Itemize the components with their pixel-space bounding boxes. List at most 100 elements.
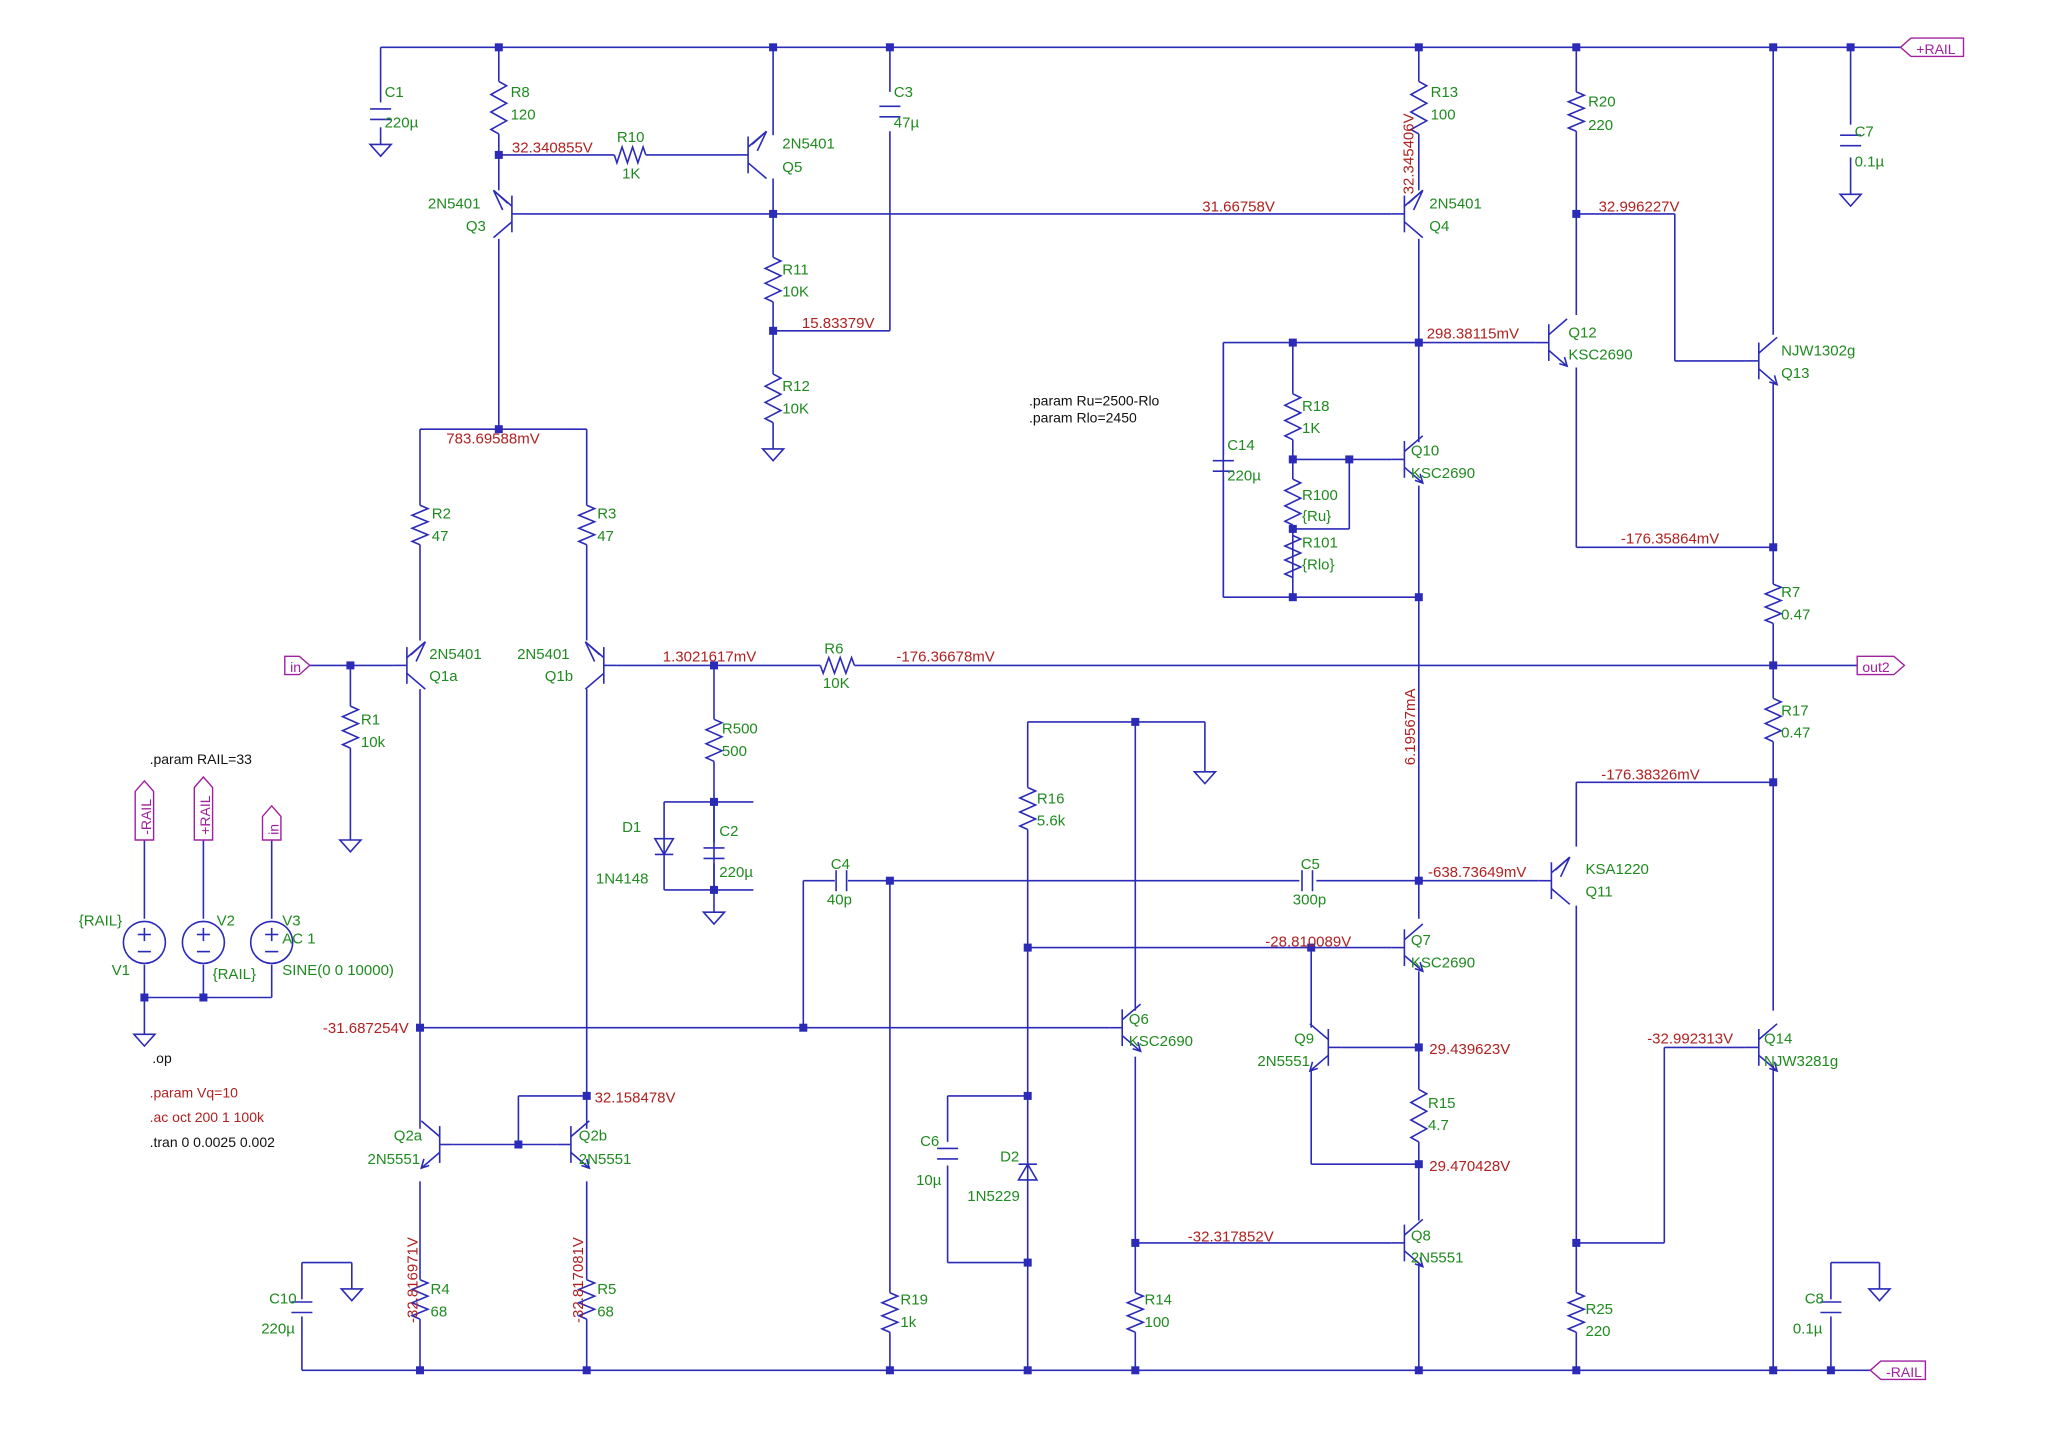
component-label-r100: {Ru} [1302, 508, 1331, 525]
component-label-c6: 10µ [916, 1172, 942, 1189]
component-label-c6: C6 [920, 1133, 939, 1150]
component-label-r100: R100 [1302, 487, 1338, 504]
junction-dot [1414, 1160, 1423, 1169]
transistor-q4 [1407, 189, 1424, 211]
junction-dot [582, 1091, 591, 1100]
node-voltage-v16: 29.439623V [1429, 1041, 1510, 1058]
net-label-in-text: in [290, 659, 301, 675]
resistor-r1 [340, 705, 361, 749]
wires [140, 43, 1901, 1375]
component-label-r18: R18 [1302, 398, 1330, 415]
component-label-v2: {RAIL} [213, 966, 256, 983]
junction-dot [494, 43, 503, 52]
junction-dot [416, 1023, 424, 1032]
net-label-v3-in-text: in [265, 824, 281, 835]
transistor-q13 [1758, 368, 1778, 386]
component-label-c3: 47µ [894, 114, 920, 131]
node-voltage-v15: -31.687254V [323, 1020, 409, 1037]
node-voltage-v21: -32.816971V [404, 1237, 421, 1323]
junction-dot [1414, 876, 1423, 885]
directive-param-vq: .param Vq=10 [150, 1084, 239, 1100]
transistor-q1b [584, 641, 601, 662]
component-label-q7: KSC2690 [1411, 954, 1475, 971]
net-label-v1-rail-neg-text: -RAIL [138, 799, 154, 835]
component-label-r12: R12 [782, 378, 810, 395]
resistor-r100 [1283, 478, 1303, 526]
node-voltage-v14: -28.810089V [1265, 933, 1351, 950]
component-label-d2: 1N5229 [967, 1188, 1020, 1205]
component-label-c10: 220µ [261, 1321, 295, 1338]
directive-tran: .tran 0 0.0025 0.002 [150, 1134, 276, 1150]
transistor-q2a [420, 1158, 430, 1170]
component-label-r7: R7 [1781, 584, 1800, 601]
junction-dot [1414, 338, 1423, 347]
transistor-q3 [492, 189, 509, 211]
component-label-r6: R6 [824, 641, 843, 658]
component-label-q4: Q4 [1429, 218, 1449, 235]
component-label-c2: 220µ [719, 864, 753, 881]
component-label-q1a: Q1a [429, 668, 458, 685]
component-label-r5: 68 [597, 1303, 614, 1320]
junction-dot [1307, 943, 1316, 952]
component-label-r1: 10k [361, 734, 386, 751]
node-voltage-v11: 6.19567mA [1402, 688, 1419, 765]
component-label-r19: R19 [900, 1292, 928, 1309]
transistor-q8 [1403, 1218, 1424, 1236]
component-label-c4: C4 [831, 856, 850, 873]
transistor-q10 [1414, 473, 1424, 485]
transistor-q7 [1414, 961, 1425, 973]
component-label-q3: Q3 [466, 218, 486, 235]
resistor-r6 [819, 655, 856, 676]
node-voltage-v10: -176.36678mV [896, 649, 994, 666]
directive-param-rail: .param RAIL=33 [150, 751, 253, 767]
component-label-d1: 1N4148 [596, 870, 649, 887]
component-label-q6: Q6 [1129, 1011, 1149, 1028]
junction-dot [1023, 1091, 1032, 1100]
ground-icon [1838, 193, 1863, 208]
component-label-r17: R17 [1781, 702, 1809, 719]
junction-dot [1769, 543, 1778, 552]
transistor-q7 [1403, 954, 1424, 972]
node-voltage-v3: 31.66758V [1202, 198, 1275, 215]
component-label-c5: C5 [1301, 856, 1320, 873]
resistor-r500 [704, 718, 724, 763]
component-label-q7: Q7 [1411, 932, 1431, 949]
transistor-q11 [1554, 856, 1571, 878]
component-label-q1b: Q1b [545, 668, 573, 685]
resistor-r12 [763, 373, 783, 424]
component-label-q5: 2N5401 [782, 135, 835, 152]
component-label-q2b: 2N5551 [579, 1151, 632, 1168]
component-label-q11: Q11 [1586, 883, 1613, 900]
diode-d1 [653, 837, 675, 856]
component-label-r20: 220 [1588, 117, 1613, 134]
component-label-q2a: 2N5551 [368, 1151, 421, 1168]
node-voltage-v2: 32.345406V [1401, 113, 1418, 194]
transistor-q5 [751, 130, 768, 152]
junction-dot [346, 661, 355, 670]
node-voltage-v1: 32.340855V [512, 139, 593, 156]
junction-dot [1023, 1258, 1032, 1267]
junction-dot [799, 1023, 808, 1032]
junction-dot [1846, 43, 1855, 52]
transistor-q9 [1308, 1061, 1319, 1073]
transistor-q9 [1309, 1054, 1329, 1072]
component-label-r5: R5 [597, 1281, 616, 1298]
resistor-r16 [1017, 786, 1038, 831]
transistor-q7 [1403, 923, 1424, 941]
voltage-source-v3 [249, 920, 294, 965]
node-voltage-v13: -638.73649mV [1428, 864, 1526, 881]
junction-dot [140, 993, 149, 1002]
ground-icon [1192, 770, 1218, 785]
transistor-q2b [581, 1158, 591, 1170]
net-label-v3-in [261, 804, 282, 841]
component-label-r101: R101 [1302, 534, 1338, 551]
resistor-r5 [576, 1278, 597, 1320]
transistor-q8 [1403, 1250, 1424, 1268]
junction-dot [1572, 1366, 1581, 1375]
transistor-q14 [1769, 1061, 1779, 1073]
directive-op: .op [152, 1050, 172, 1066]
net-label-out2-text: out2 [1862, 659, 1889, 675]
resistor-r8 [489, 80, 509, 135]
junction-dot [710, 661, 718, 670]
transistor-q8 [1414, 1257, 1425, 1268]
